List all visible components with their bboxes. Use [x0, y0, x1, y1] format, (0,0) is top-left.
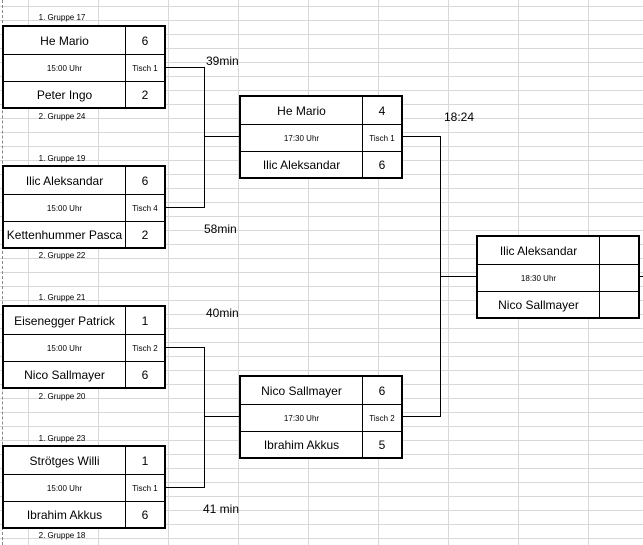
score-cell[interactable]: 6 [141, 507, 149, 522]
duration-label: 41 min [203, 502, 240, 516]
score-cell[interactable]: 2 [141, 87, 149, 102]
score-cell[interactable]: 6 [141, 173, 149, 188]
score-cell[interactable]: 6 [378, 157, 386, 172]
score-cell[interactable]: 1 [141, 453, 149, 468]
player-name[interactable]: Ilic Aleksandar [4, 167, 126, 194]
group-label: 2. Gruppe 18 [38, 531, 86, 540]
bracket-connector [440, 276, 476, 277]
player-name[interactable]: Ibrahim Akkus [241, 432, 363, 457]
bracket-connector [166, 347, 204, 348]
player-name[interactable]: Nico Sallmayer [4, 362, 126, 387]
bracket-connector [166, 207, 204, 208]
match-card-r2-1[interactable]: He Mario 4 17:30 Uhr Tisch 1 Ilic Aleksand… [239, 95, 403, 179]
bracket-connector [204, 136, 239, 137]
bracket-connector [403, 136, 441, 137]
group-label: 1. Gruppe 21 [38, 293, 86, 302]
score-cell[interactable]: 6 [141, 367, 149, 382]
score-cell[interactable]: 6 [141, 33, 149, 48]
match-card-r1-4[interactable]: Strötges Willi 1 15:00 Uhr Tisch 1 Ibrahim… [2, 445, 166, 529]
player-name[interactable]: Ilic Aleksandar [241, 152, 363, 177]
bracket-connector [403, 416, 441, 417]
page-break-line [2, 0, 3, 545]
bracket-connector [204, 347, 205, 488]
match-card-r1-1[interactable]: He Mario 6 15:00 Uhr Tisch 1 Peter Ingo 2 [2, 25, 166, 109]
bracket-connector [204, 416, 239, 417]
group-label: 2. Gruppe 22 [38, 251, 86, 260]
score-cell[interactable] [600, 292, 638, 317]
match-card-final[interactable]: Ilic Aleksandar 18:30 Uhr Nico Sallmayer [476, 235, 640, 319]
match-card-r1-2[interactable]: Ilic Aleksandar 6 15:00 Uhr Tisch 4 Ketten… [2, 165, 166, 249]
match-time[interactable]: 17:30 Uhr [241, 405, 363, 431]
player-name[interactable]: Nico Sallmayer [241, 377, 363, 404]
player-name[interactable]: Peter Ingo [4, 82, 126, 107]
match-time[interactable]: 15:00 Uhr [4, 195, 126, 221]
player-name[interactable]: He Mario [241, 97, 363, 124]
table-number[interactable]: Tisch 1 [132, 63, 158, 73]
table-number[interactable]: Tisch 2 [369, 413, 395, 423]
bracket-connector [640, 276, 643, 277]
score-cell[interactable]: 5 [378, 437, 386, 452]
player-name[interactable]: Kettenhummer Pasca [4, 222, 126, 247]
match-card-r1-3[interactable]: Eisenegger Patrick 1 15:00 Uhr Tisch 2 Nic… [2, 305, 166, 389]
duration-label: 18:24 [444, 110, 475, 124]
score-cell[interactable]: 2 [141, 227, 149, 242]
match-card-r2-2[interactable]: Nico Sallmayer 6 17:30 Uhr Tisch 2 Ibrahim… [239, 375, 403, 459]
match-time[interactable]: 17:30 Uhr [241, 125, 363, 151]
duration-label: 39min [206, 54, 239, 68]
score-cell[interactable] [600, 237, 638, 264]
match-time[interactable]: 15:00 Uhr [4, 335, 126, 361]
table-number[interactable]: Tisch 1 [132, 483, 158, 493]
table-number[interactable]: Tisch 1 [369, 133, 395, 143]
match-time[interactable]: 18:30 Uhr [478, 265, 600, 291]
duration-label: 58min [204, 222, 237, 236]
player-name[interactable]: Strötges Willi [4, 447, 126, 474]
bracket-connector [166, 67, 204, 68]
score-cell[interactable]: 1 [141, 313, 149, 328]
bracket-connector [166, 487, 204, 488]
player-name[interactable]: Ibrahim Akkus [4, 502, 126, 527]
player-name[interactable]: He Mario [4, 27, 126, 54]
table-number[interactable] [600, 265, 638, 291]
score-cell[interactable]: 4 [378, 103, 386, 118]
score-cell[interactable]: 6 [378, 383, 386, 398]
player-name[interactable]: Eisenegger Patrick [4, 307, 126, 334]
table-number[interactable]: Tisch 4 [132, 203, 158, 213]
duration-label: 40min [206, 306, 239, 320]
match-time[interactable]: 15:00 Uhr [4, 475, 126, 501]
match-time[interactable]: 15:00 Uhr [4, 55, 126, 81]
bracket-connector [204, 67, 205, 208]
table-number[interactable]: Tisch 2 [132, 343, 158, 353]
group-label: 1. Gruppe 19 [38, 154, 86, 163]
group-label: 1. Gruppe 17 [38, 13, 86, 22]
player-name[interactable]: Nico Sallmayer [478, 292, 600, 317]
group-label: 2. Gruppe 24 [38, 112, 86, 121]
player-name[interactable]: Ilic Aleksandar [478, 237, 600, 264]
group-label: 1. Gruppe 23 [38, 434, 86, 443]
group-label: 2. Gruppe 20 [38, 392, 86, 401]
